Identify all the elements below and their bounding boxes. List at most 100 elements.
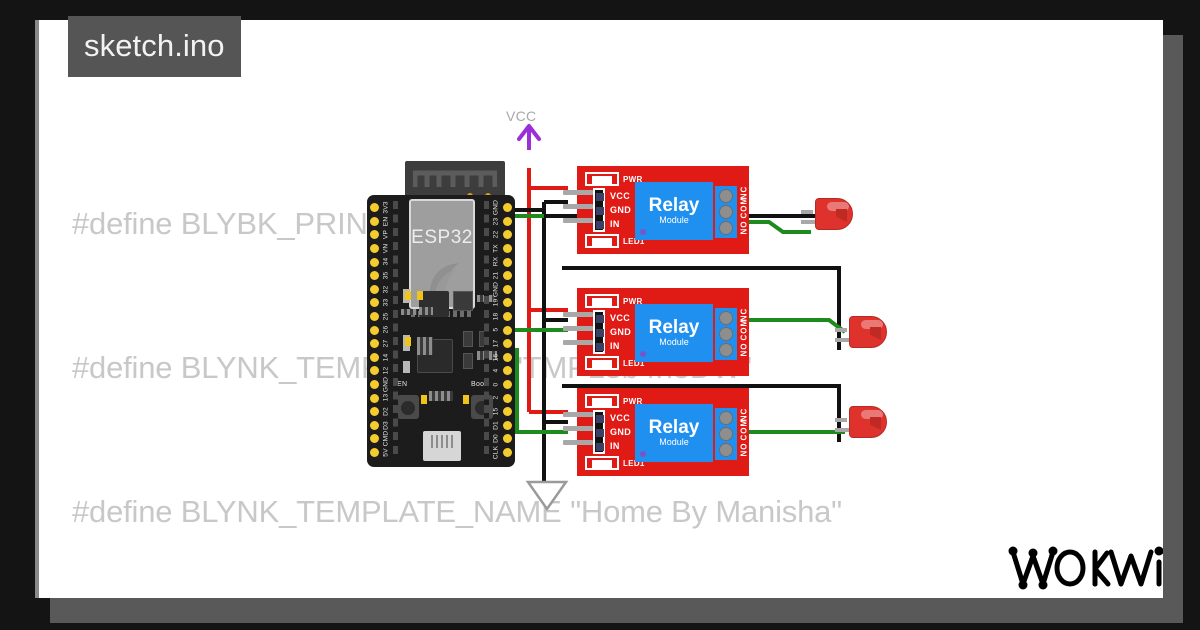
pin-pad [503, 434, 512, 444]
pin-rx[interactable]: RX [489, 255, 515, 269]
relay-title: Relay [648, 317, 700, 338]
pin-pad [503, 352, 512, 362]
pin-pad [370, 407, 379, 417]
header-pin [596, 329, 604, 337]
pin-d1[interactable]: D1 [489, 419, 515, 433]
pin-5v[interactable]: 5V [367, 446, 393, 460]
pin-4[interactable]: 4 [489, 364, 515, 378]
pin-0[interactable]: 0 [489, 378, 515, 392]
pin-27[interactable]: 27 [367, 337, 393, 351]
com-label: COM [739, 196, 749, 219]
pin-clk[interactable]: CLK [489, 445, 515, 460]
pin-2[interactable]: 2 [489, 391, 515, 405]
pin-tx[interactable]: TX [489, 242, 515, 256]
pin-3v3[interactable]: 3V3 [367, 201, 393, 215]
led-die [870, 327, 881, 340]
relay-title: Relay [648, 195, 700, 216]
en-button[interactable] [397, 395, 419, 419]
pin-pad [503, 203, 512, 213]
pin-pad [370, 325, 379, 335]
pin-23[interactable]: 23 [489, 215, 515, 229]
pin-gnd-right-top[interactable]: GND [489, 200, 515, 215]
relay-input-header[interactable] [593, 410, 605, 454]
pin-32[interactable]: 32 [367, 283, 393, 297]
diagram-canvas[interactable]: #define BLYBK_PRINT Serial #define BLYNK… [35, 20, 1163, 598]
smd-resistor-array [419, 307, 433, 315]
pin-26[interactable]: 26 [367, 323, 393, 337]
file-tab-sketch-ino[interactable]: sketch.ino [68, 16, 241, 77]
pin-pad [370, 203, 379, 213]
terminal-screw-no [719, 221, 733, 235]
led-die [836, 209, 847, 222]
pin-35[interactable]: 35 [367, 269, 393, 283]
led1-label: LED1 [623, 359, 645, 368]
relay-screw-terminal[interactable] [715, 186, 737, 238]
vcc-symbol[interactable]: VCC [506, 108, 551, 157]
led-lens [849, 406, 887, 438]
pin-gnd-right-mid[interactable]: GND [489, 281, 515, 297]
pin-pad [503, 407, 512, 417]
led-lens [849, 316, 887, 348]
pin-pad [370, 339, 379, 349]
pin-pad [370, 311, 379, 321]
led-2[interactable] [835, 316, 887, 348]
pin-5[interactable]: 5 [489, 323, 515, 337]
gnd-symbol[interactable] [525, 475, 569, 520]
pin-en[interactable]: EN [367, 215, 393, 229]
pin-vn[interactable]: VN [367, 242, 393, 256]
led-1[interactable] [801, 198, 853, 230]
pin-15[interactable]: 15 [489, 405, 515, 419]
pin-pad [503, 420, 512, 430]
pin-34[interactable]: 34 [367, 255, 393, 269]
pwr-led-label: PWR [623, 397, 643, 406]
led-anode-leg [835, 328, 847, 332]
pin-d3[interactable]: D3 [367, 419, 393, 433]
wokwi-logo-icon [1008, 546, 1163, 590]
pin-pad [503, 393, 512, 403]
pin-22[interactable]: 22 [489, 228, 515, 242]
led-lens [815, 198, 853, 230]
pin-18[interactable]: 18 [489, 310, 515, 324]
relay-module-2[interactable]: PWR LED1 VCC GND IN Relay Module [563, 288, 749, 376]
pin-33[interactable]: 33 [367, 296, 393, 310]
pin-12[interactable]: 12 [367, 364, 393, 378]
pin-pad [370, 434, 379, 444]
micro-usb-connector[interactable] [423, 431, 461, 461]
capacitor [403, 361, 410, 373]
gnd-pin-label: GND [610, 205, 632, 215]
led-cathode-leg [801, 220, 815, 224]
pin-pad [370, 284, 379, 294]
pin-13[interactable]: 13 [367, 391, 393, 405]
relay-input-header[interactable] [593, 188, 605, 232]
pwr-led [585, 294, 619, 308]
relay-screw-terminal[interactable] [715, 308, 737, 360]
relay-input-header[interactable] [593, 310, 605, 354]
vcc-pin-label: VCC [610, 191, 631, 201]
header-pin [596, 193, 604, 201]
pin-14[interactable]: 14 [367, 351, 393, 365]
pin-cmd[interactable]: CMD [367, 431, 393, 446]
pin-16[interactable]: 16 [489, 351, 515, 365]
pin-pad [503, 271, 512, 281]
header-pin [596, 443, 604, 451]
vcc-arrow-icon [517, 124, 541, 150]
pin-19[interactable]: 19 [489, 296, 515, 310]
led-3[interactable] [835, 406, 887, 438]
pin-17[interactable]: 17 [489, 337, 515, 351]
pin-25[interactable]: 25 [367, 310, 393, 324]
header-pin [596, 315, 604, 323]
pin-d0[interactable]: D0 [489, 432, 515, 446]
pin-label: 5V [382, 447, 390, 457]
relay-module-3[interactable]: PWR LED1 VCC GND IN Relay Module [563, 388, 749, 476]
esp32-devkit-board[interactable]: ESP32 [367, 195, 515, 467]
pin-vp[interactable]: VP [367, 228, 393, 242]
pin-d2[interactable]: D2 [367, 405, 393, 419]
led-highlight [861, 410, 883, 419]
relay-screw-terminal[interactable] [715, 408, 737, 460]
relay-module-1[interactable]: PWR LED1 VCC GND IN Relay Module [563, 166, 749, 254]
pin-pad [503, 284, 512, 294]
pin-gnd-left[interactable]: GND [367, 377, 393, 392]
relay-title: Relay [648, 417, 700, 438]
led-cathode-leg [835, 338, 849, 342]
pin-21[interactable]: 21 [489, 269, 515, 283]
